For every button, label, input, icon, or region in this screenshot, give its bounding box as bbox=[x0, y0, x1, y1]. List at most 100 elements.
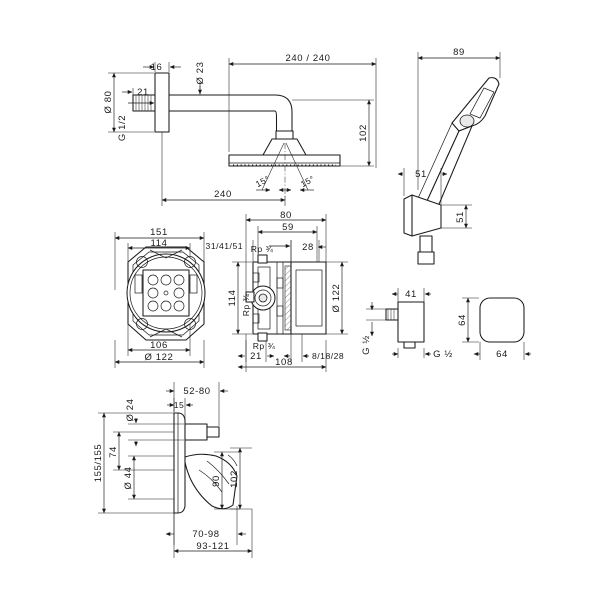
shower-head-cone bbox=[262, 138, 307, 156]
dim-240: 240 bbox=[161, 132, 286, 206]
label-rp34-left: Rp ¾ bbox=[241, 293, 251, 316]
lever-highlight-b bbox=[206, 460, 230, 485]
dim-59: 59 bbox=[257, 222, 318, 262]
dim-label-155-155: 155/155 bbox=[93, 444, 104, 483]
dim-label-d24: Ø 24 bbox=[125, 399, 136, 422]
dim-label-108: 108 bbox=[275, 357, 293, 368]
dim-15: 15 bbox=[167, 398, 193, 423]
valve-port-top bbox=[257, 254, 268, 264]
valve-cartridge-mid bbox=[254, 289, 272, 307]
label-g12-arm: G 1/2 bbox=[117, 101, 155, 141]
wall-holder-plate bbox=[403, 194, 413, 237]
valve-body-sleeve bbox=[290, 261, 327, 335]
dim-102: 102 bbox=[292, 99, 374, 167]
dim-d44: Ø 44 bbox=[123, 455, 174, 500]
view-wall-outlet: 41 G ½ G ½ 64 bbox=[361, 288, 531, 360]
wall-outlet-body bbox=[397, 301, 425, 343]
label-g12-outlet: G ½ bbox=[392, 348, 453, 360]
trim-spindle-cap bbox=[206, 426, 220, 438]
dim-240-240: 240 / 240 bbox=[228, 53, 377, 168]
dim-label-240: 240 bbox=[214, 189, 232, 200]
rough-in-corner-bosses bbox=[134, 249, 198, 338]
hose-nut bbox=[417, 251, 435, 265]
dim-label-70-98: 70-98 bbox=[192, 529, 219, 540]
dim-label-64-width: 64 bbox=[496, 349, 508, 360]
view-hand-shower: 89 51 51 bbox=[397, 47, 501, 265]
rough-in-cover-plate bbox=[142, 269, 190, 317]
dim-label-16: 16 bbox=[151, 62, 163, 73]
dim-28: 28 bbox=[290, 240, 326, 262]
dim-51-projection: 51 bbox=[397, 168, 448, 204]
valve-port-left bbox=[245, 291, 255, 303]
dim-label-52-80: 52-80 bbox=[183, 386, 210, 397]
valve-body-sleeve-inner bbox=[295, 269, 323, 327]
dim-label-93-121: 93-121 bbox=[196, 541, 229, 552]
shower-arm-tube bbox=[168, 94, 293, 132]
lever-top-edge bbox=[227, 454, 238, 467]
arm-wall-flange bbox=[154, 72, 170, 133]
dim-label-g12-inlet: G ½ bbox=[361, 335, 372, 355]
dim-114-width: 114 bbox=[127, 238, 191, 262]
dim-d122-rough-in: Ø 122 bbox=[114, 340, 205, 368]
dim-label-102: 102 bbox=[358, 124, 369, 142]
dim-label-d122-valve: Ø 122 bbox=[331, 284, 342, 313]
arm-ball-joint bbox=[275, 130, 294, 140]
dim-d80: Ø 80 bbox=[103, 72, 154, 133]
trim-escutcheon-edge bbox=[173, 412, 179, 514]
dim-155-155: 155/155 bbox=[93, 412, 174, 514]
dim-label-64-height: 64 bbox=[457, 314, 468, 326]
dim-8-18-28: 8/18/28 bbox=[283, 334, 344, 362]
dim-114-height: 114 bbox=[227, 261, 252, 335]
dim-label-59: 59 bbox=[282, 222, 294, 233]
dim-d122-valve: Ø 122 bbox=[326, 261, 348, 335]
spray-angle-lines bbox=[261, 142, 309, 200]
dim-label-102-trim: 102 bbox=[229, 470, 240, 488]
dim-label-240-240: 240 / 240 bbox=[285, 53, 330, 64]
dim-label-31-41-51: 31/41/51 bbox=[206, 241, 243, 251]
dim-108: 108 bbox=[237, 340, 327, 372]
dim-93-121: 93-121 bbox=[173, 509, 253, 558]
dim-74: 74 bbox=[108, 431, 174, 471]
dim-label-15: 15 bbox=[174, 400, 185, 410]
dim-16: 16 bbox=[143, 62, 181, 73]
dim-label-8-18-28: 8/18/28 bbox=[312, 351, 344, 361]
trim-escutcheon bbox=[173, 412, 186, 514]
dim-64-width: 64 bbox=[473, 342, 531, 360]
dim-label-106: 106 bbox=[150, 340, 168, 351]
dim-label-41: 41 bbox=[405, 289, 417, 300]
view-rough-in-body: 151 114 106 Ø 122 bbox=[114, 227, 206, 368]
dim-51-height: 51 bbox=[441, 204, 472, 229]
dim-31-41-51: 31/41/51 bbox=[206, 240, 292, 262]
dim-label-21-valve: 21 bbox=[250, 351, 262, 362]
dim-label-80: 80 bbox=[280, 210, 292, 221]
dim-label-21: 21 bbox=[137, 87, 149, 98]
dim-102-trim: 102 bbox=[229, 447, 252, 510]
dim-d23: Ø 23 bbox=[195, 62, 206, 95]
wall-outlet-thread-hatch bbox=[387, 309, 395, 320]
rough-in-octagon-inner bbox=[132, 251, 200, 336]
dim-label-89: 89 bbox=[453, 47, 465, 58]
dim-label-d80: Ø 80 bbox=[103, 91, 114, 114]
hand-shower-joint bbox=[459, 114, 475, 128]
label-rp34-bottom: Rp ¾ bbox=[253, 341, 276, 351]
dim-80: 80 bbox=[245, 210, 327, 292]
dim-label-114-height: 114 bbox=[227, 290, 238, 307]
dim-label-d23: Ø 23 bbox=[195, 62, 206, 85]
rough-in-port-holes bbox=[147, 274, 185, 312]
dim-label-g12: G 1/2 bbox=[117, 115, 128, 141]
valve-internal-ribs bbox=[252, 262, 292, 334]
trim-spindle-boss bbox=[184, 423, 208, 441]
dim-label-28: 28 bbox=[302, 242, 314, 253]
dim-label-74: 74 bbox=[108, 446, 119, 458]
dim-label-g12-outlet: G ½ bbox=[433, 349, 453, 360]
overhead-shower-plate bbox=[228, 154, 341, 167]
dim-64-height: 64 bbox=[457, 297, 479, 343]
dim-label-90: 90 bbox=[211, 475, 222, 487]
valve-port-bottom bbox=[257, 332, 268, 342]
hand-shower-spray-face bbox=[469, 87, 495, 119]
dim-label-51-proj: 51 bbox=[415, 169, 427, 180]
dim-89: 89 bbox=[417, 47, 501, 190]
dim-label-d44: Ø 44 bbox=[123, 467, 134, 490]
view-valve-body: 31/41/51 80 59 28 Rp ¾ Rp ¾ Rp ¾ bbox=[206, 210, 348, 372]
